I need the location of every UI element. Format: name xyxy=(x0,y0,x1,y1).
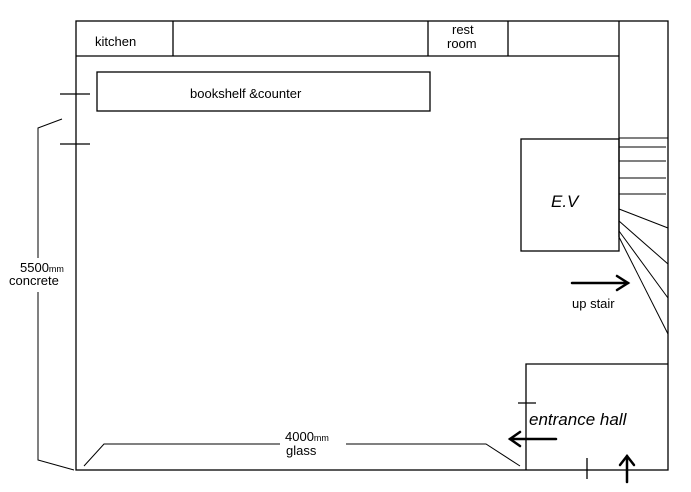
bottom-dimension-material: glass xyxy=(286,443,317,458)
entrance-hall-wall xyxy=(525,363,668,470)
elevator xyxy=(520,138,620,252)
restroom-label-line1: rest xyxy=(452,22,474,37)
entrance-left-arrow xyxy=(507,430,558,448)
bookshelf-counter xyxy=(96,71,431,112)
bottom-dimension-label-bg xyxy=(280,428,346,458)
left-dimension-line xyxy=(37,118,75,471)
entrance-hall-label: entrance hall xyxy=(529,410,628,429)
bookshelf-label: bookshelf &counter xyxy=(190,86,302,101)
elevator-label: E.V xyxy=(551,192,580,211)
left-dimension-label-bg xyxy=(14,258,72,292)
up-stair-label: up stair xyxy=(572,296,615,311)
left-dimension-material: concrete xyxy=(9,273,59,288)
up-stair-arrow xyxy=(570,274,631,292)
outer-wall xyxy=(75,20,669,471)
kitchen-label: kitchen xyxy=(95,34,136,49)
entrance-up-arrow xyxy=(618,453,636,484)
bottom-dimension-label: 4000mm xyxy=(285,429,329,444)
restroom-label-line2: room xyxy=(447,36,477,51)
stair-treads xyxy=(618,137,669,335)
left-dimension-label: 5500mm xyxy=(20,260,64,275)
